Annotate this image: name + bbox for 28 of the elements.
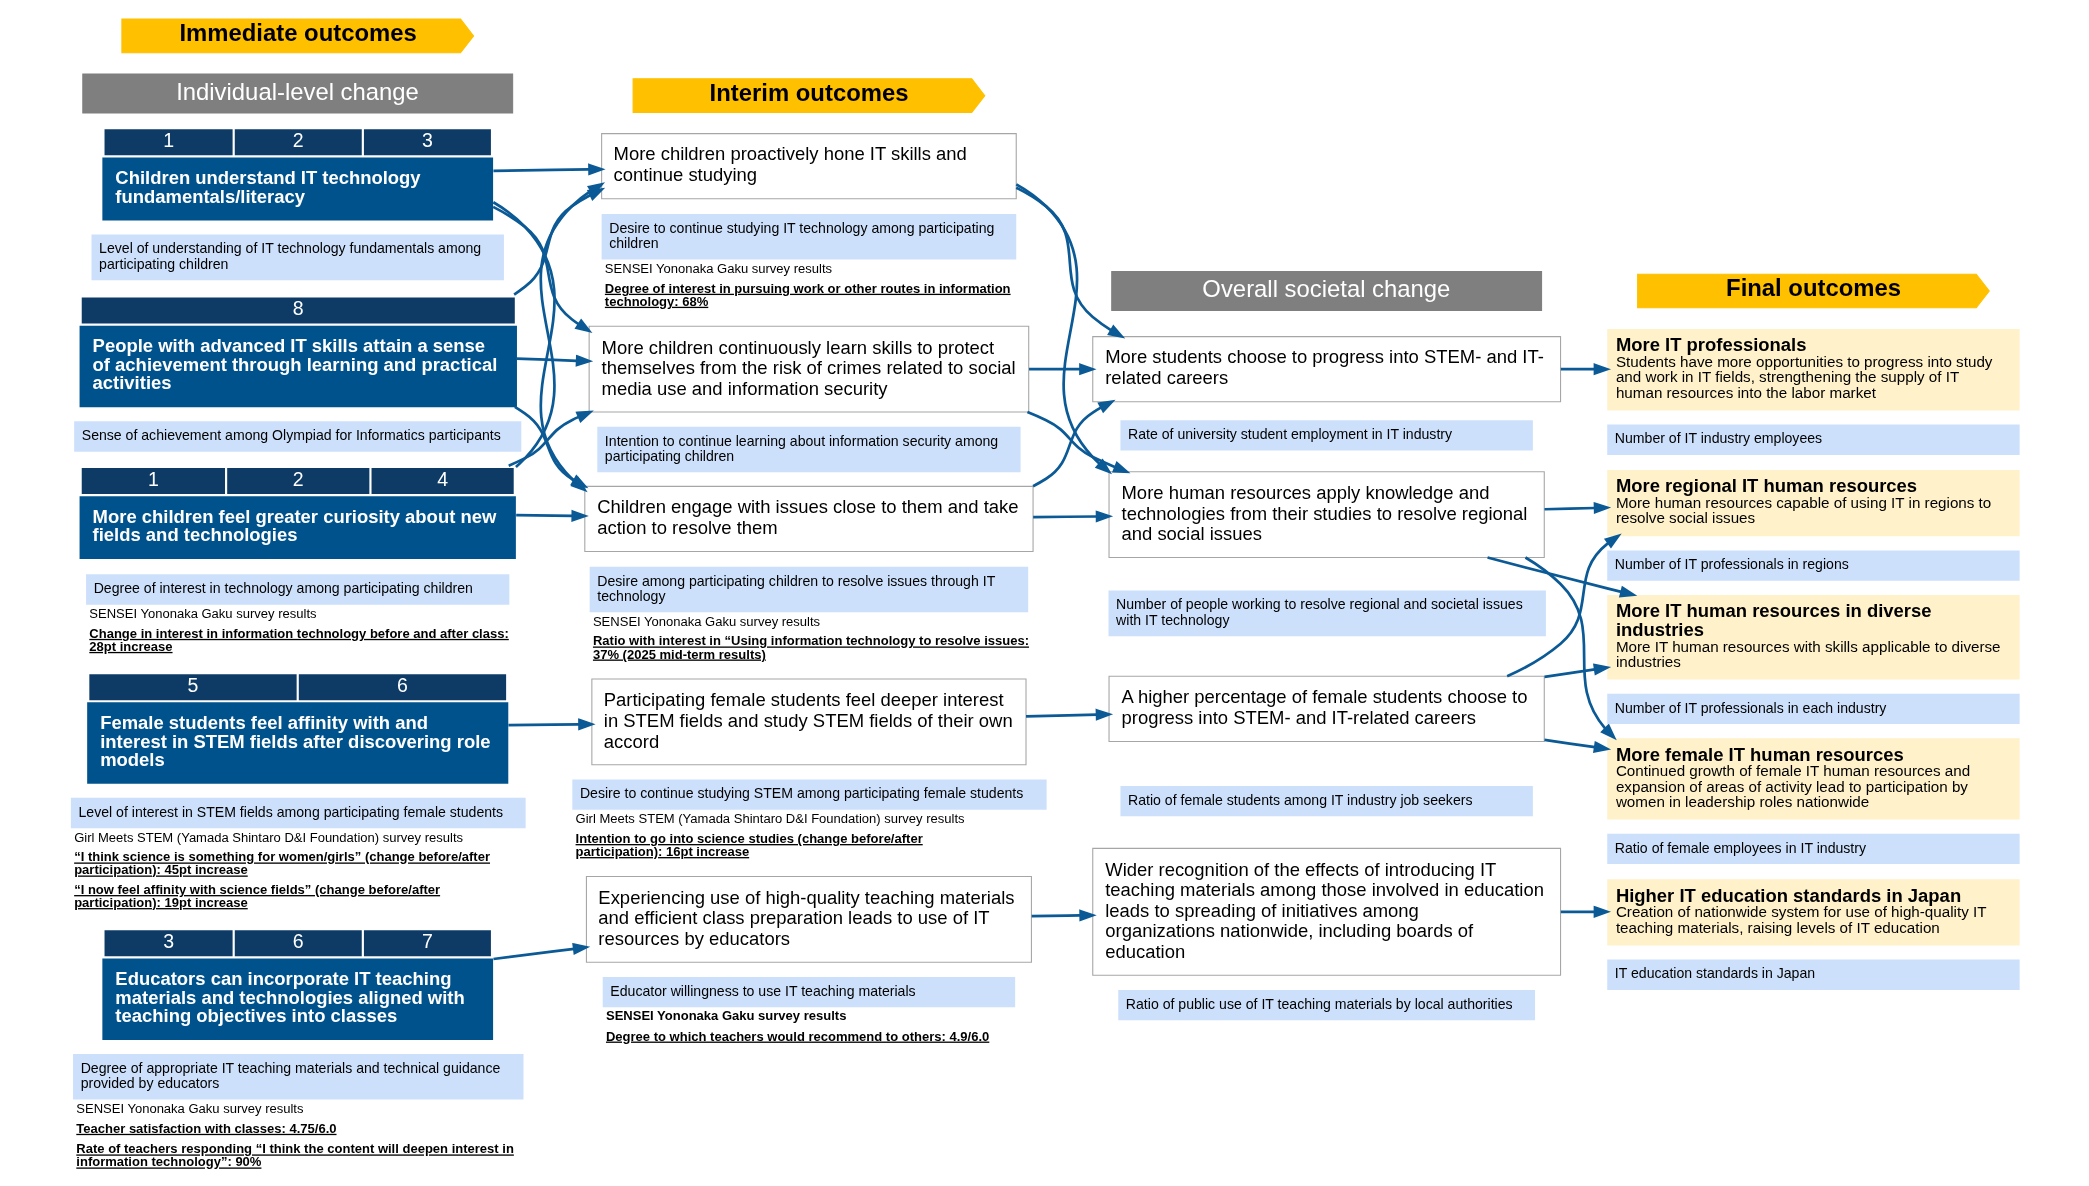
- node-label: 5: [187, 673, 198, 696]
- node-label: 6: [292, 930, 304, 953]
- node-label: 6: [396, 673, 408, 696]
- node-label: 2: [292, 467, 304, 490]
- node-label: Change in interest in information technology before and after class: 28pt increase: [88, 625, 509, 654]
- node-label: Degree of interest in pursuing work or other routes in information technology: 68%: [604, 280, 1011, 309]
- node-label: “I think science is something for women/girls” (change before/after participation): 45pt increase: [73, 849, 490, 878]
- node-label: 7: [421, 930, 433, 953]
- node-label: Rate of teachers responding “I think the content will deepen interest in information technology”: 90%: [75, 1141, 514, 1170]
- node-label: 3: [162, 930, 174, 953]
- node-label: 2: [292, 129, 304, 152]
- node-label: 1: [147, 467, 159, 490]
- node-label: 1: [162, 129, 174, 152]
- node-label: SENSEI Yononaka Gaku survey results: [88, 606, 317, 622]
- node-label: SENSEI Yononaka Gaku survey results: [75, 1101, 303, 1117]
- node-label: Degree to which teachers would recommend to others: 4.9/6.0: [605, 1028, 989, 1044]
- node-label: SENSEI Yononaka Gaku survey results: [604, 261, 832, 277]
- node-label: Intention to go into science studies (change before/after participation): 16pt increase: [575, 831, 923, 860]
- node-label: 3: [421, 129, 433, 152]
- node-label: SENSEI Yononaka Gaku survey results: [605, 1007, 846, 1023]
- node-label: 8: [292, 297, 304, 320]
- node-label: Girl Meets STEM (Yamada Shintaro D&I Foundation) survey results: [73, 829, 463, 845]
- node-label: Ratio with interest in “Using information technology to resolve issues: 37% (2025 mid-term results): [592, 633, 1029, 662]
- node-label: Teacher satisfaction with classes: 4.75/6.0: [75, 1120, 337, 1136]
- node-label: 4: [436, 467, 448, 490]
- node-label: “I now feel affinity with science fields” (change before/after participation): 19pt increase: [73, 882, 440, 911]
- node-label: SENSEI Yononaka Gaku survey results: [592, 613, 820, 629]
- node-label: Girl Meets STEM (Yamada Shintaro D&I Foundation) survey results: [575, 811, 965, 827]
